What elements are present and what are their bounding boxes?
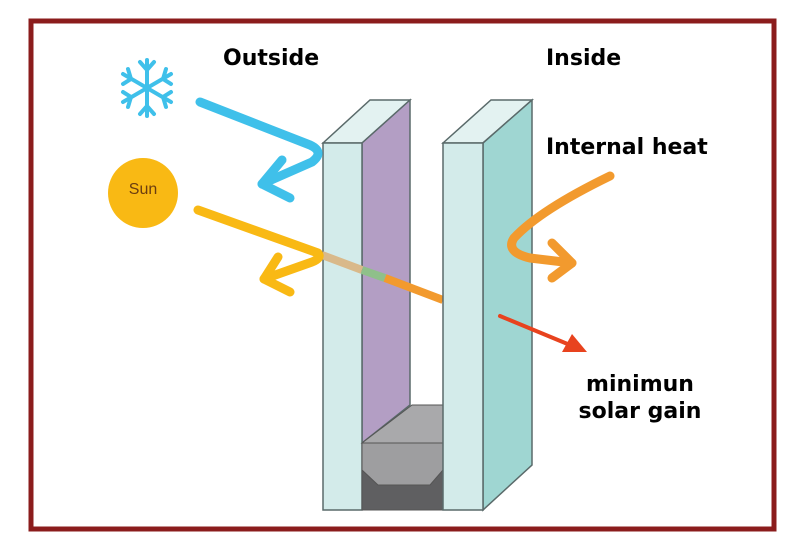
outside-label: Outside (223, 46, 320, 71)
solar-gain-arrow (498, 314, 587, 352)
cold-reflection-arrow (195, 97, 323, 203)
inner-glass-pane (441, 98, 534, 512)
outer-glass-pane (321, 98, 412, 511)
snowflake-icon (121, 58, 173, 118)
spacer-bar (360, 404, 444, 511)
solar-reflection-arrow (193, 205, 324, 297)
internal-heat-arrow (507, 171, 615, 283)
sun-label: Sun (128, 181, 158, 198)
frame-border (28, 18, 777, 532)
sun-icon (108, 158, 178, 228)
solar-ray-through-glass (320, 251, 364, 274)
inside-label: Inside (546, 46, 622, 71)
solar-gain-label-line2: solar gain (578, 399, 702, 424)
solar-gain-label-line1: minimun (586, 372, 694, 397)
internal-heat-label: Internal heat (546, 135, 708, 160)
